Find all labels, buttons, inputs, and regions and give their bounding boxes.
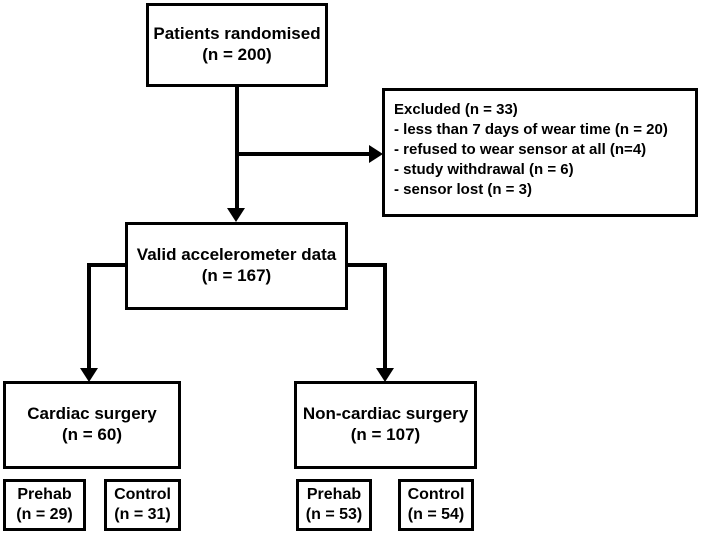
node-patients-randomised: Patients randomised (n = 200) bbox=[146, 3, 328, 87]
excluded-reason-4: - sensor lost (n = 3) bbox=[394, 180, 532, 198]
excluded-reason-1: - less than 7 days of wear time (n = 20) bbox=[394, 120, 668, 138]
node-title: Control bbox=[407, 486, 465, 504]
node-control-non-cardiac: Control (n = 54) bbox=[398, 479, 474, 531]
node-prehab-cardiac: Prehab (n = 29) bbox=[3, 479, 86, 531]
node-title: Non-cardiac surgery bbox=[302, 404, 469, 424]
edge-valid-to-cardiac-arrow bbox=[80, 368, 98, 382]
edge-valid-to-cardiac-horizontal bbox=[87, 263, 127, 267]
node-control-cardiac: Control (n = 31) bbox=[104, 479, 181, 531]
node-title: Patients randomised bbox=[153, 24, 321, 44]
node-title: Prehab bbox=[17, 486, 72, 504]
edge-randomised-to-excluded-arrow bbox=[369, 145, 383, 163]
node-count: (n = 107) bbox=[350, 425, 421, 444]
edge-valid-to-noncardiac-vertical bbox=[383, 263, 387, 371]
excluded-heading: Excluded (n = 33) bbox=[394, 101, 518, 118]
node-count: (n = 167) bbox=[201, 266, 272, 285]
edge-randomised-to-excluded-line bbox=[235, 152, 371, 156]
node-title: Prehab bbox=[306, 486, 362, 504]
edge-valid-to-noncardiac-arrow bbox=[376, 368, 394, 382]
node-title: Cardiac surgery bbox=[27, 404, 157, 424]
node-title: Control bbox=[114, 486, 171, 504]
excluded-reason-2: - refused to wear sensor at all (n=4) bbox=[394, 140, 647, 158]
node-count: (n = 60) bbox=[62, 425, 122, 444]
node-count: (n = 29) bbox=[16, 506, 73, 523]
node-prehab-non-cardiac: Prehab (n = 53) bbox=[296, 479, 372, 531]
node-excluded: Excluded (n = 33) - less than 7 days of … bbox=[382, 88, 698, 217]
node-count: (n = 200) bbox=[202, 45, 272, 64]
edge-randomised-to-valid-line bbox=[235, 87, 239, 209]
edge-randomised-to-valid-arrow bbox=[227, 208, 245, 222]
node-count: (n = 53) bbox=[305, 506, 363, 523]
node-cardiac-surgery: Cardiac surgery (n = 60) bbox=[3, 381, 181, 469]
node-count: (n = 31) bbox=[114, 506, 171, 523]
edge-valid-to-noncardiac-horizontal bbox=[346, 263, 387, 267]
node-title: Valid accelerometer data bbox=[136, 245, 337, 265]
node-non-cardiac-surgery: Non-cardiac surgery (n = 107) bbox=[294, 381, 477, 469]
edge-valid-to-cardiac-vertical bbox=[87, 263, 91, 371]
node-valid-accelerometer-data: Valid accelerometer data (n = 167) bbox=[125, 222, 348, 310]
node-count: (n = 54) bbox=[407, 506, 465, 523]
excluded-reason-3: - study withdrawal (n = 6) bbox=[394, 160, 574, 178]
